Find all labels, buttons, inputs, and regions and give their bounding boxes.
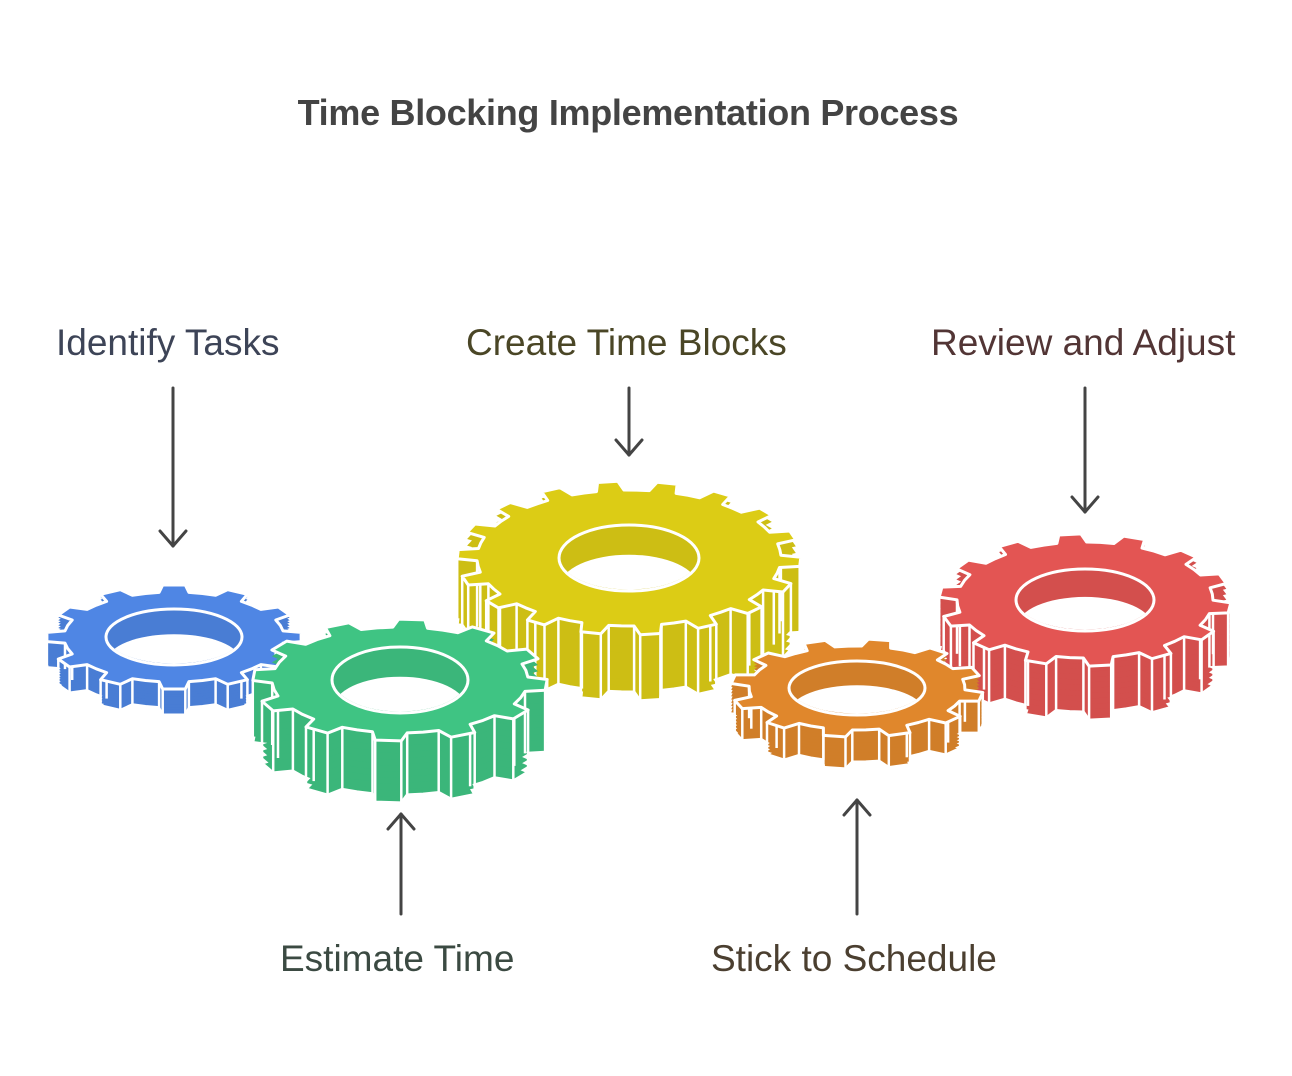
step-label-create-time-blocks: Create Time Blocks [466,322,787,363]
step-label-estimate-time: Estimate Time [280,938,515,979]
gear-create-time-blocks [455,479,803,703]
arrow-down-0 [158,386,188,548]
arrow-down-4 [1070,386,1100,514]
step-label-review-and-adjust: Review and Adjust [931,322,1236,363]
arrow-up-1 [386,812,416,916]
arrow-down-2 [614,386,644,457]
arrow-up-3 [842,798,872,916]
gear-review-and-adjust [937,532,1233,722]
step-label-identify-tasks: Identify Tasks [56,322,280,363]
diagram-title: Time Blocking Implementation Process [297,92,959,133]
gear-estimate-time [251,617,549,805]
step-label-stick-to-schedule: Stick to Schedule [711,938,997,979]
gear-stick-to-schedule [729,637,985,771]
